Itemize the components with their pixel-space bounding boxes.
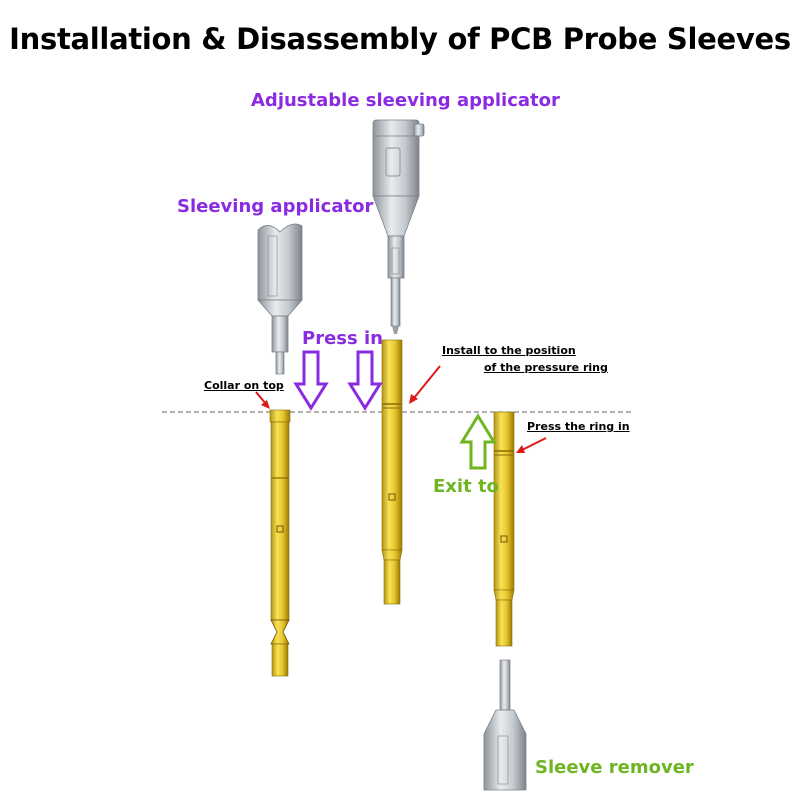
label-sleeve-remover: Sleeve remover (535, 757, 694, 778)
label-press-in: Press in (302, 328, 383, 349)
pointer-press-ring (516, 437, 547, 453)
label-exit-to: Exit to (433, 476, 499, 497)
label-press-ring-in: Press the ring in (527, 420, 630, 433)
page-title: Installation & Disassembly of PCB Probe … (9, 22, 791, 56)
label-sleeving-applicator: Sleeving applicator (177, 196, 374, 217)
pointer-collar (255, 391, 270, 409)
probe-sleeve-1 (269, 409, 291, 677)
label-adjustable-applicator: Adjustable sleeving applicator (251, 90, 560, 111)
adjustable-applicator-tool (372, 119, 425, 334)
pointer-install-position (409, 365, 441, 404)
label-install-position-line2: of the pressure ring (484, 361, 608, 374)
sleeving-applicator-tool (257, 223, 303, 375)
probe-sleeve-2 (381, 339, 403, 605)
press-in-arrow-1 (293, 350, 329, 411)
press-in-arrow-2 (347, 350, 383, 411)
label-collar-on-top: Collar on top (204, 379, 284, 392)
label-install-position-line1: Install to the position (442, 344, 576, 357)
sleeve-remover-tool (483, 659, 527, 791)
exit-arrow (459, 413, 497, 470)
probe-sleeve-3 (493, 411, 515, 647)
